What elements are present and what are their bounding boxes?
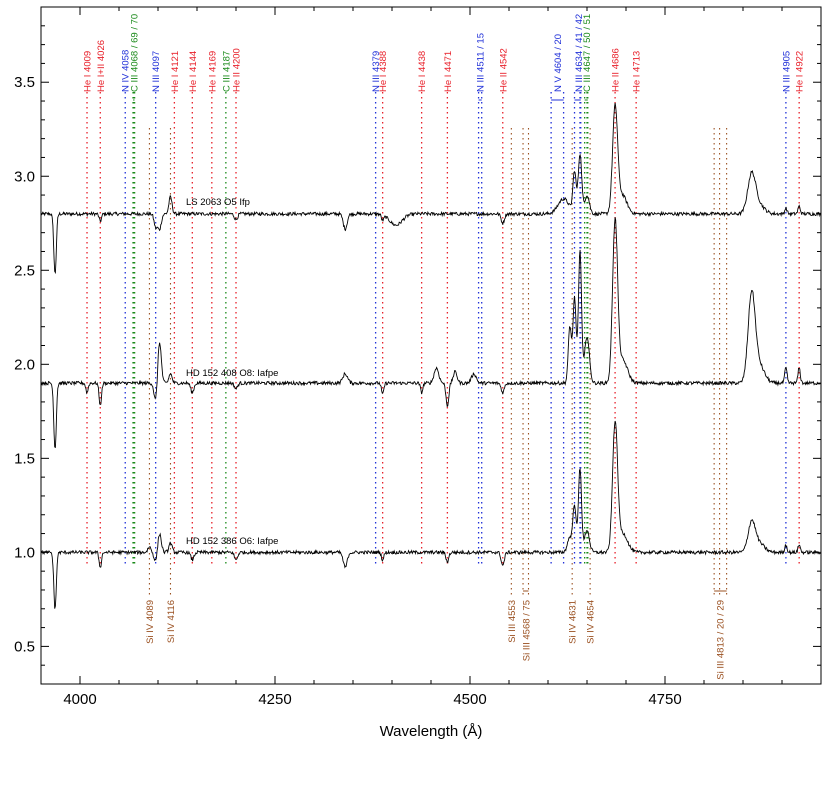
line-id-label: N IV 4058: [121, 50, 132, 92]
si-line-label: Si III 4813 / 20 / 29: [716, 600, 727, 680]
spectrum-line-0: [40, 102, 821, 275]
line-id-label: N III 4905: [781, 51, 792, 92]
si-line-label: Si IV 4631: [568, 600, 579, 644]
si-line-label: Si III 4568 / 75: [521, 600, 532, 661]
line-id-label: N III 4097: [151, 51, 162, 92]
x-tick-label: 4500: [453, 691, 486, 708]
line-id-label: He II 4200: [232, 48, 243, 92]
spectrum-line-2: [40, 420, 821, 609]
line-id-label: N III 4511 / 15: [476, 33, 487, 92]
y-tick-label: 2.0: [14, 356, 35, 373]
spectrum-label: LS 2063 O5 Ifp: [186, 197, 250, 208]
y-tick-label: 1.5: [14, 450, 35, 467]
line-id-markers: [86, 92, 800, 598]
line-id-label: He I 4471: [443, 51, 454, 92]
spectrum-labels: LS 2063 O5 Ifp HD 152 408 O8: Iafpe HD 152…: [186, 197, 278, 547]
x-axis-title: Wavelength (Å): [380, 723, 483, 740]
line-id-label: He I 4438: [417, 51, 428, 92]
line-id-label: He I 4169: [207, 51, 218, 92]
axes-group: 4000 4250 4500 4750 0.5 1.0 1.5 2.0 2.5 3.0 3.5: [14, 7, 822, 708]
si-line-label: Si IV 4116: [166, 600, 177, 643]
spectra-group: [40, 102, 821, 609]
spectrum-label: HD 152 386 O6: Iafpe: [186, 536, 278, 547]
x-tick-label: 4000: [63, 691, 96, 708]
x-tick-label: 4750: [648, 691, 681, 708]
spectrum-line-1: [40, 217, 821, 449]
y-tick-label: 0.5: [14, 638, 35, 655]
y-tick-label: 3.5: [14, 74, 35, 91]
si-line-label: Si IV 4654: [586, 600, 597, 644]
y-tick-label: 1.0: [14, 544, 35, 561]
x-tick-label: 4250: [258, 691, 291, 708]
line-id-label: He II 4542: [498, 48, 509, 92]
line-id-label: He I 4922: [795, 51, 806, 92]
line-id-label: C III 4647 / 50 / 51: [582, 14, 593, 92]
si-line-label: Si III 4553: [507, 600, 518, 643]
line-id-label: C III 4187: [221, 51, 232, 92]
y-tick-label: 3.0: [14, 168, 35, 185]
spectrum-label: HD 152 408 O8: Iafpe: [186, 368, 278, 379]
line-id-label: He I 4713: [632, 51, 643, 92]
line-id-label: He I+II 4026: [96, 40, 107, 92]
line-id-label: N III 4379: [371, 51, 382, 92]
line-id-label: N V 4604 / 20: [553, 34, 564, 92]
line-id-label: He I 4009: [83, 51, 94, 92]
line-id-label: N III 4634 / 41 / 42: [574, 14, 585, 92]
line-id-label: He I 4144: [188, 51, 199, 92]
si-line-label: Si IV 4089: [145, 600, 156, 644]
y-tick-label: 2.5: [14, 262, 35, 279]
line-id-label: C III 4068 / 69 / 70: [129, 14, 140, 92]
line-id-label: He II 4686: [611, 48, 622, 92]
line-id-label: He I 4388: [378, 51, 389, 92]
line-id-label: He I 4121: [170, 51, 181, 92]
